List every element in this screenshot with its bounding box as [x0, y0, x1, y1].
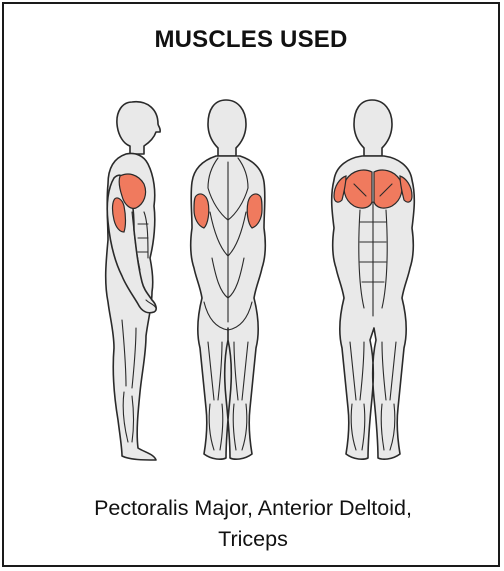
muscles-caption: Pectoralis Major, Anterior Deltoid, Tric…	[24, 493, 482, 555]
side-view-figure	[106, 102, 161, 460]
back-view-figure	[191, 100, 266, 459]
caption-line-2: Triceps	[218, 527, 288, 551]
front-view-figure	[332, 100, 415, 459]
anatomy-figures	[92, 92, 422, 470]
card-title: MUSCLES USED	[4, 26, 498, 54]
caption-line-1: Pectoralis Major, Anterior Deltoid,	[94, 496, 412, 520]
muscles-used-card: MUSCLES USED	[2, 2, 500, 567]
